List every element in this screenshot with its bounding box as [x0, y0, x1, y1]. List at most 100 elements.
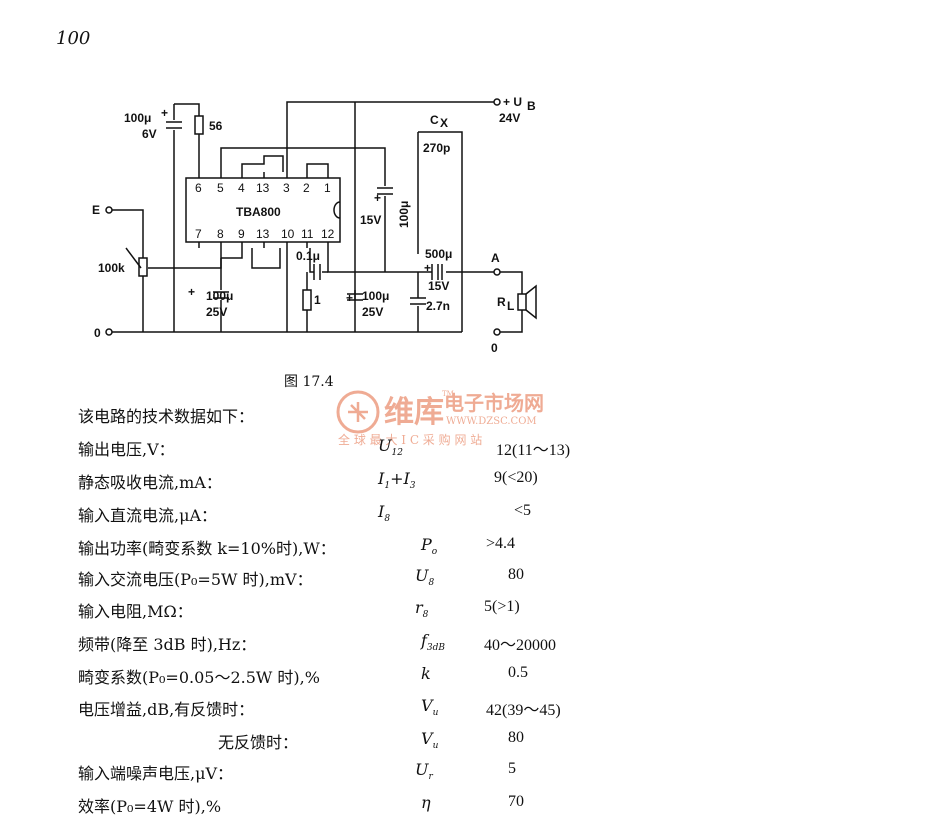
label-cx-sub: X [440, 116, 448, 130]
spec-row: 畸变系数(P₀=0.05～2.5W 时),% k 0.5 [0, 664, 928, 690]
spec-value: 5 [508, 760, 516, 777]
pin-label: 2 [303, 181, 310, 195]
spec-value: >4.4 [486, 535, 516, 552]
spec-value: 70 [508, 793, 524, 810]
watermark-tm: TM [442, 390, 454, 398]
label-r1: 1 [314, 293, 321, 307]
spec-symbol: I1+I3 [378, 469, 416, 492]
spec-label: 输入直流电流,μA： [78, 506, 218, 525]
pin-label: 10 [281, 227, 295, 241]
pin-label: 8 [217, 227, 224, 241]
spec-symbol: f3dB [421, 631, 446, 654]
page-number: 100 [56, 28, 91, 49]
watermark-logo: 维库 电子市场网 TM WWW.DZSC.COM 全 球 最 大 I C 采 购… [336, 390, 544, 447]
spec-symbol: η [421, 793, 431, 812]
potentiometer [138, 257, 148, 277]
watermark-url: WWW.DZSC.COM [446, 416, 537, 427]
ic-name: TBA800 [236, 205, 281, 219]
label-r56: 56 [209, 119, 223, 133]
potentiometer-wiper [125, 247, 142, 269]
spec-symbol: r8 [415, 598, 429, 621]
spec-label: 静态吸收电流,mA： [78, 473, 222, 492]
capacitors [166, 121, 443, 305]
spec-symbol: I8 [378, 502, 391, 525]
spec-value: 80 [508, 566, 524, 583]
terminals [105, 98, 501, 336]
spec-label: 输出电压,V： [78, 440, 175, 459]
spec-row: 输入直流电流,μA： I8 <5 [0, 502, 928, 528]
spec-value: 80 [508, 729, 524, 746]
label-c500: 500μ [425, 247, 452, 261]
spec-row: 无反馈时： Vu 80 [0, 729, 928, 755]
label-c100c: 100μ [362, 289, 389, 303]
spec-value: 0.5 [508, 664, 528, 681]
label-input-e: E [92, 203, 100, 217]
speaker-icon [517, 293, 527, 311]
pin-label: 6 [195, 181, 202, 195]
label-ground-right: 0 [491, 341, 498, 355]
spec-label: 畸变系数(P₀=0.05～2.5W 时),% [78, 668, 320, 687]
spec-row: 效率(P₀=4W 时),% η 70 [0, 793, 928, 819]
label-c-in-v: 6V [142, 127, 157, 141]
label-c100c-v: 25V [362, 305, 383, 319]
spec-row: 输入电阻,MΩ： r8 5(>1) [0, 598, 928, 624]
resistor-56 [194, 115, 204, 135]
watermark-site-cn: 电子市场网 [444, 391, 544, 415]
label-cx-v: 270p [423, 141, 450, 155]
spec-label: 效率(P₀=4W 时),% [78, 797, 222, 816]
pin-label: 5 [217, 181, 224, 195]
label-c100b: 100μ [206, 289, 233, 303]
spec-symbol: U8 [415, 566, 435, 589]
watermark-slogan: 全 球 最 大 I C 采 购 网 站 [338, 432, 482, 447]
ic-body [185, 177, 341, 243]
label-c500-v: 15V [428, 279, 449, 293]
spec-value: <5 [514, 502, 532, 519]
ic-notch [333, 201, 341, 219]
pin-label: 1 [324, 181, 331, 195]
pin-label: 12 [321, 227, 335, 241]
ic-bottom-pins: 7 8 9 13 10 11 12 [195, 227, 335, 241]
spec-symbol: Po [421, 535, 438, 558]
spec-row: 输出电压,V： U12 12(11～13) [0, 436, 928, 462]
spec-value: 12(11～13) [496, 442, 571, 459]
label-pot: 100k [98, 261, 125, 275]
label-rl: R [497, 295, 506, 309]
plus-sign: + [424, 261, 431, 275]
spec-label: 输入电阻,MΩ： [78, 602, 193, 621]
circuit-schematic: TBA800 6 5 4 13 3 2 1 7 8 9 13 10 11 12 [92, 95, 537, 355]
spec-value: 5(>1) [484, 598, 520, 615]
pin-label: 11 [301, 227, 314, 241]
spec-row: 输出功率(畸变系数 k=10%时),W： Po >4.4 [0, 535, 928, 561]
spec-value: 40～20000 [484, 637, 557, 654]
circuit-wires [112, 101, 494, 333]
spec-symbol: k [421, 664, 431, 683]
pin-label: 9 [238, 227, 245, 241]
plus-sign: + [188, 285, 195, 299]
pin-label: 4 [238, 181, 245, 195]
plus-sign: + [161, 106, 168, 120]
spec-symbol: Ur [415, 760, 433, 783]
label-supply-v: 24V [499, 111, 520, 125]
component-labels: 100μ + 6V 56 E 100k 0 + U B 24V C X 270p… [92, 95, 536, 355]
pin-label: 7 [195, 227, 202, 241]
ic-top-pins: 6 5 4 13 3 2 1 [195, 181, 331, 195]
resistor-1 [302, 289, 312, 311]
pin-label: 13 [256, 227, 270, 241]
spec-label: 无反馈时： [218, 733, 299, 752]
spec-symbol: Vu [421, 696, 439, 719]
label-rl-sub: L [507, 299, 514, 313]
spec-label: 输入交流电压(P₀=5W 时),mV： [78, 570, 313, 589]
spec-label: 电压增益,dB,有反馈时： [78, 700, 255, 719]
label-c01: 0.1μ [296, 249, 320, 263]
label-supply-sub: B [527, 99, 536, 113]
spec-label: 输出功率(畸变系数 k=10%时),W： [78, 539, 336, 558]
plus-sign: + [374, 191, 381, 205]
spec-symbol: U12 [378, 436, 403, 459]
label-c100b-v: 25V [206, 305, 227, 319]
label-c15-v: 15V [360, 213, 381, 227]
spec-symbol: Vu [421, 729, 439, 752]
label-c15-val: 100μ [397, 201, 411, 228]
